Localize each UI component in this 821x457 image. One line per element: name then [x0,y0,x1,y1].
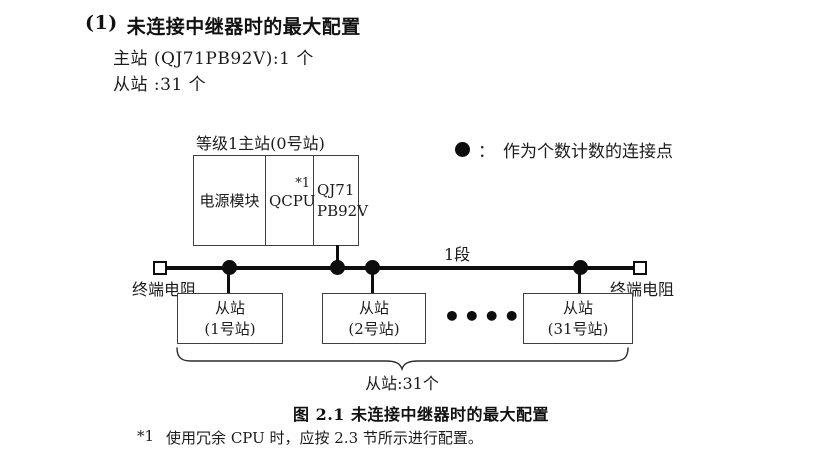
master-connector-line [336,245,339,268]
slave2-name: 从站 [358,299,389,318]
slave2-station: (2号站) [348,319,400,338]
connection-point-master [330,260,345,275]
qj71pb92v-cell: QJ71 PB92V [314,156,368,245]
slave31-name: 从站 [562,299,593,318]
power-module-cell: 电源模块 [194,156,266,245]
footnote-marker: *1 [137,427,155,445]
legend-label: 作为个数计数的连接点 [503,142,673,162]
slave-count-line: 从站 :31 个 [113,75,207,95]
slave-station-1-box: 从站 (1号站) [177,293,283,344]
slaves-underbrace [176,347,629,372]
slave2-connector-line [371,269,374,293]
slave1-connector-line [227,269,230,293]
terminating-resistor-right-icon [633,261,647,275]
qcpu-cell: *1 QCPU [266,156,316,245]
connection-point-slave2 [365,260,380,275]
ellipsis-dots: •••••• [443,300,563,333]
slave31-connector-line [578,269,581,293]
footnote: *1 使用冗余 CPU 时，应按 2.3 节所示进行配置。 [137,427,483,448]
bus-line [163,266,636,270]
master-count-line: 主站 (QJ71PB92V):1 个 [113,49,314,69]
segment-label: 1段 [444,245,471,264]
section-number: (1) [85,12,118,34]
slave-station-31-box: 从站 (31号站) [523,293,633,344]
terminating-resistor-left-icon [153,261,167,275]
qj71-label-line2: PB92V [317,201,369,220]
connection-point-slave31 [573,260,588,275]
legend-separator: ： [478,142,495,162]
legend: ： 作为个数计数的连接点 [455,137,673,162]
footnote-reference: *1 [295,176,310,191]
section-heading: (1) 未连接中继器时的最大配置 [85,12,361,39]
slave31-station: (31号站) [547,319,609,338]
section-title: 未连接中继器时的最大配置 [126,16,361,38]
connection-point-slave1 [222,260,237,275]
master-station-box: 电源模块 *1 QCPU QJ71 PB92V [193,155,368,246]
connection-point-icon [455,142,470,157]
master-station-label: 等级1主站(0号站) [196,134,325,153]
footnote-text: 使用冗余 CPU 时，应按 2.3 节所示进行配置。 [166,429,483,447]
qj71-label-line1: QJ71 [317,181,355,200]
slave-station-2-box: 从站 (2号站) [322,293,426,344]
slave1-station: (1号站) [204,319,256,338]
slaves-total-label: 从站:31个 [365,374,439,393]
slave1-name: 从站 [214,299,245,318]
qcpu-label: QCPU [269,191,316,210]
figure-caption: 图 2.1 未连接中继器时的最大配置 [293,405,549,424]
